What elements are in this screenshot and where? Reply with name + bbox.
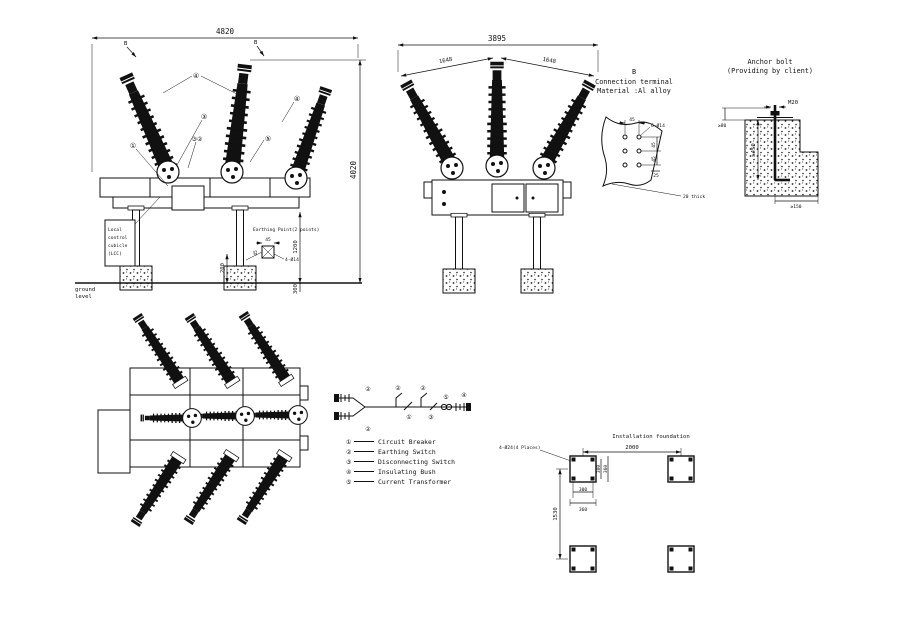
lcc-label-3: cubicle [108, 243, 128, 249]
callout-pair: ③② [192, 136, 203, 143]
plan-lcc-cabinet [97, 409, 131, 474]
section-b-marker-2: B [254, 40, 258, 46]
callout-insulating-bush: ④ [193, 72, 199, 80]
terminal-detail: B Connection terminal Material :Al alloy… [595, 68, 705, 200]
earthing-holes: 4-Ø14 [285, 256, 299, 263]
foundation-dim-1530: 1530 [553, 507, 559, 520]
terminal-dim-25: 25 [653, 173, 659, 179]
front-dim-1200: 1200 [293, 240, 299, 253]
legend-num-3: ③ [346, 459, 351, 466]
sch-earthing-1: ② [365, 386, 371, 393]
sch-current-transformer: ⑤ [443, 394, 448, 401]
lcc-label-4: (LCC) [108, 251, 122, 257]
ground-level-label-1: ground [75, 287, 95, 293]
foundation-square-tl [569, 455, 597, 483]
side-dim-right: 1648 [542, 57, 557, 66]
anchor-dim-150: ≥150 [790, 204, 801, 210]
legend-label-1: Circuit Breaker [378, 438, 436, 446]
legend-label-3: Disconnecting Switch [378, 458, 455, 466]
sch-insulating-bush: ④ [461, 392, 466, 399]
callout-circuit-breaker: ① [130, 142, 136, 150]
front-dim-200: 200 [220, 263, 226, 273]
anchor-title-1: Anchor bolt [747, 58, 792, 66]
terminal-thickness: 20 thick [683, 194, 705, 200]
callout-disconnecting-switch: ③ [201, 113, 207, 121]
sch-earthing-2: ② [365, 426, 371, 433]
legend-num-2: ② [346, 449, 352, 456]
anchor-dim-80: ≥80 [718, 123, 727, 129]
legend: ① Circuit Breaker ② Earthing Switch ③ Di… [346, 438, 455, 486]
foundation-dim-v360: 360 [603, 465, 609, 474]
anchor-dim-450: ≥450 [751, 143, 757, 156]
side-dim-left: 1648 [439, 57, 454, 66]
foundation-square-bl [569, 545, 597, 573]
side-view: 3895 1648 1648 [396, 34, 600, 294]
terminal-title-line2: Connection terminal [595, 78, 673, 86]
ground-level-label-2: level [75, 294, 92, 300]
side-dim-width: 3895 [488, 34, 506, 43]
lcc-label-2: control [108, 235, 128, 241]
section-b-marker: B [124, 41, 128, 47]
legend-label-2: Earthing Switch [378, 448, 436, 456]
callout-insulating-bush-2: ④ [294, 95, 300, 103]
terminal-dim-45-a: 45 [651, 142, 657, 148]
foundation-dim-h360: 360 [579, 507, 588, 513]
sch-earthing-4: ② [420, 385, 426, 392]
terminal-dim-45-b: 45 [651, 156, 657, 162]
terminal-title-line3: Material :Al alloy [597, 87, 671, 95]
anchor-bolt-size: M20 [788, 100, 798, 106]
legend-num-1: ① [346, 439, 351, 446]
mechanism-box [171, 185, 205, 211]
foundation-bolt-label: 4-Ø24(4 Places) [499, 444, 541, 451]
lcc-cabinet [104, 219, 136, 267]
plan-view [97, 308, 309, 530]
front-dim-width: 4820 [216, 27, 235, 36]
foundation-plan: Installation foundation 4-Ø24(4 Places) … [499, 434, 695, 573]
side-bushing-center [485, 60, 509, 168]
earthing-dim-v: 45 [253, 250, 259, 256]
foundation-title: Installation foundation [612, 434, 689, 440]
concrete-section [744, 119, 819, 197]
sch-earthing-3: ② [395, 385, 401, 392]
sch-circuit-breaker: ① [406, 414, 411, 421]
bushing-phase-b [220, 61, 257, 177]
terminal-dim-45-top: 45 [629, 117, 635, 123]
single-line-schematic: ② ② ② ② ① ③ ⑤ ④ [334, 385, 471, 433]
anchor-bolt-detail: Anchor bolt (Providing by client) M20 ≥8… [718, 58, 819, 210]
legend-num-4: ④ [346, 469, 351, 476]
foundation-dim-2000: 2000 [625, 445, 638, 451]
terminal-holes: 6-Ø14 [651, 122, 665, 129]
legend-label-4: Insulating Bush [378, 468, 436, 476]
sch-disconnecting-switch: ③ [428, 414, 433, 421]
earthing-dim-h: 45 [265, 237, 271, 243]
earthing-point-title: Earthing Point(2 points) [253, 227, 319, 233]
anchor-title-2: (Providing by client) [727, 67, 813, 75]
foundation-dim-h300: 300 [579, 487, 588, 493]
front-dim-300: 300 [293, 284, 299, 294]
foundation-square-br [667, 545, 695, 573]
lcc-label-1: Local [108, 227, 122, 233]
callout-current-transformer: ⑤ [265, 135, 271, 143]
base-frame-subbeam [112, 196, 300, 209]
front-view: 4820 4020 B B ground level Local control… [75, 27, 366, 300]
base-frame-beam [99, 177, 311, 198]
front-dim-height: 4020 [349, 160, 358, 179]
legend-num-5: ⑤ [346, 479, 351, 486]
terminal-title-b: B [632, 68, 636, 76]
terminal-plate [601, 116, 663, 187]
foundation-square-tr [667, 455, 695, 483]
foundation-dim-v300: 300 [596, 465, 602, 474]
legend-label-5: Current Transformer [378, 478, 451, 486]
